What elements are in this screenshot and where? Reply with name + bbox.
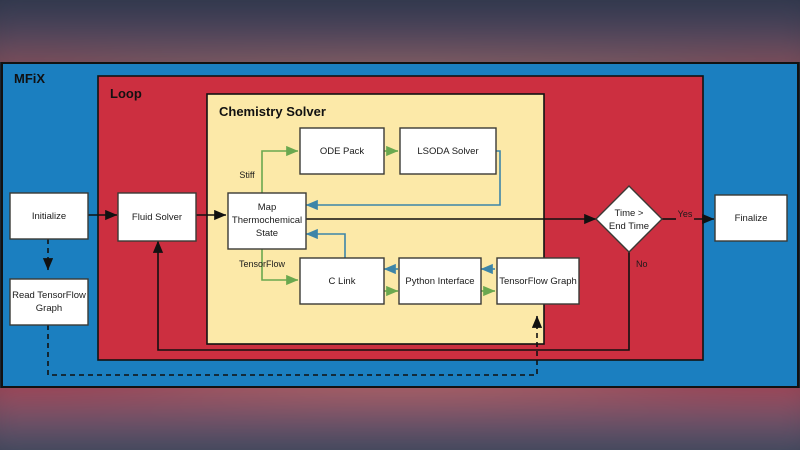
node-label-time-check-line2: End Time xyxy=(609,221,649,232)
node-label-ode-pack: ODE Pack xyxy=(320,146,365,157)
edge-time-check-no-to-fluid-solver xyxy=(152,240,630,351)
edge-c-link-to-map-state xyxy=(305,228,346,258)
edge-lsoda-solver-to-map-state xyxy=(305,150,501,211)
edge-map-state-to-ode-pack xyxy=(261,145,299,193)
edge-label-stiff: Stiff xyxy=(239,170,255,180)
edge-map-state-to-c-link xyxy=(261,237,299,286)
panel-label-chemistry-solver: Chemistry Solver xyxy=(219,104,326,119)
node-label-read-tf-graph-line1: Read TensorFlow xyxy=(12,290,86,301)
node-label-c-link: C Link xyxy=(329,276,356,287)
node-label-python-interface: Python Interface xyxy=(405,276,474,287)
flowchart-diagram: MFiX Loop Chemistry Solver xyxy=(0,62,800,388)
node-label-read-tf-graph-line2: Graph xyxy=(36,303,62,314)
node-label-initialize: Initialize xyxy=(32,211,66,222)
node-python-interface[interactable]: Python Interface xyxy=(398,257,482,305)
node-label-map-state-line2: Thermochemical xyxy=(232,215,302,226)
letterbox-bottom xyxy=(0,388,800,450)
node-label-time-check-line1: Time > xyxy=(615,208,644,219)
edge-label-no: No xyxy=(636,259,648,269)
node-c-link[interactable]: C Link xyxy=(299,257,385,305)
node-finalize[interactable]: Finalize xyxy=(714,194,788,242)
node-initialize[interactable]: Initialize xyxy=(9,192,89,240)
node-label-tensorflow-graph: TensorFlow Graph xyxy=(499,276,577,287)
node-label-map-state-line1: Map xyxy=(258,202,276,213)
edge-label-tensorflow: TensorFlow xyxy=(239,259,286,269)
node-label-map-state-line3: State xyxy=(256,228,278,239)
letterbox-top xyxy=(0,0,800,62)
node-label-finalize: Finalize xyxy=(735,213,768,224)
panel-label-loop: Loop xyxy=(110,86,142,101)
edge-read-tf-graph-to-tf-graph xyxy=(47,315,543,376)
node-read-tensorflow-graph[interactable]: Read TensorFlow Graph xyxy=(9,278,89,326)
node-label-fluid-solver: Fluid Solver xyxy=(132,212,182,223)
node-label-lsoda-solver: LSODA Solver xyxy=(417,146,478,157)
node-tensorflow-graph[interactable]: TensorFlow Graph xyxy=(496,257,580,305)
node-time-check[interactable]: Time > End Time xyxy=(595,185,663,253)
panel-label-mfix: MFiX xyxy=(14,71,45,86)
node-ode-pack[interactable]: ODE Pack xyxy=(299,127,385,175)
edge-label-yes: Yes xyxy=(678,209,693,219)
node-fluid-solver[interactable]: Fluid Solver xyxy=(117,192,197,242)
node-map-thermochemical-state[interactable]: Map Thermochemical State xyxy=(227,192,307,250)
node-lsoda-solver[interactable]: LSODA Solver xyxy=(399,127,497,175)
